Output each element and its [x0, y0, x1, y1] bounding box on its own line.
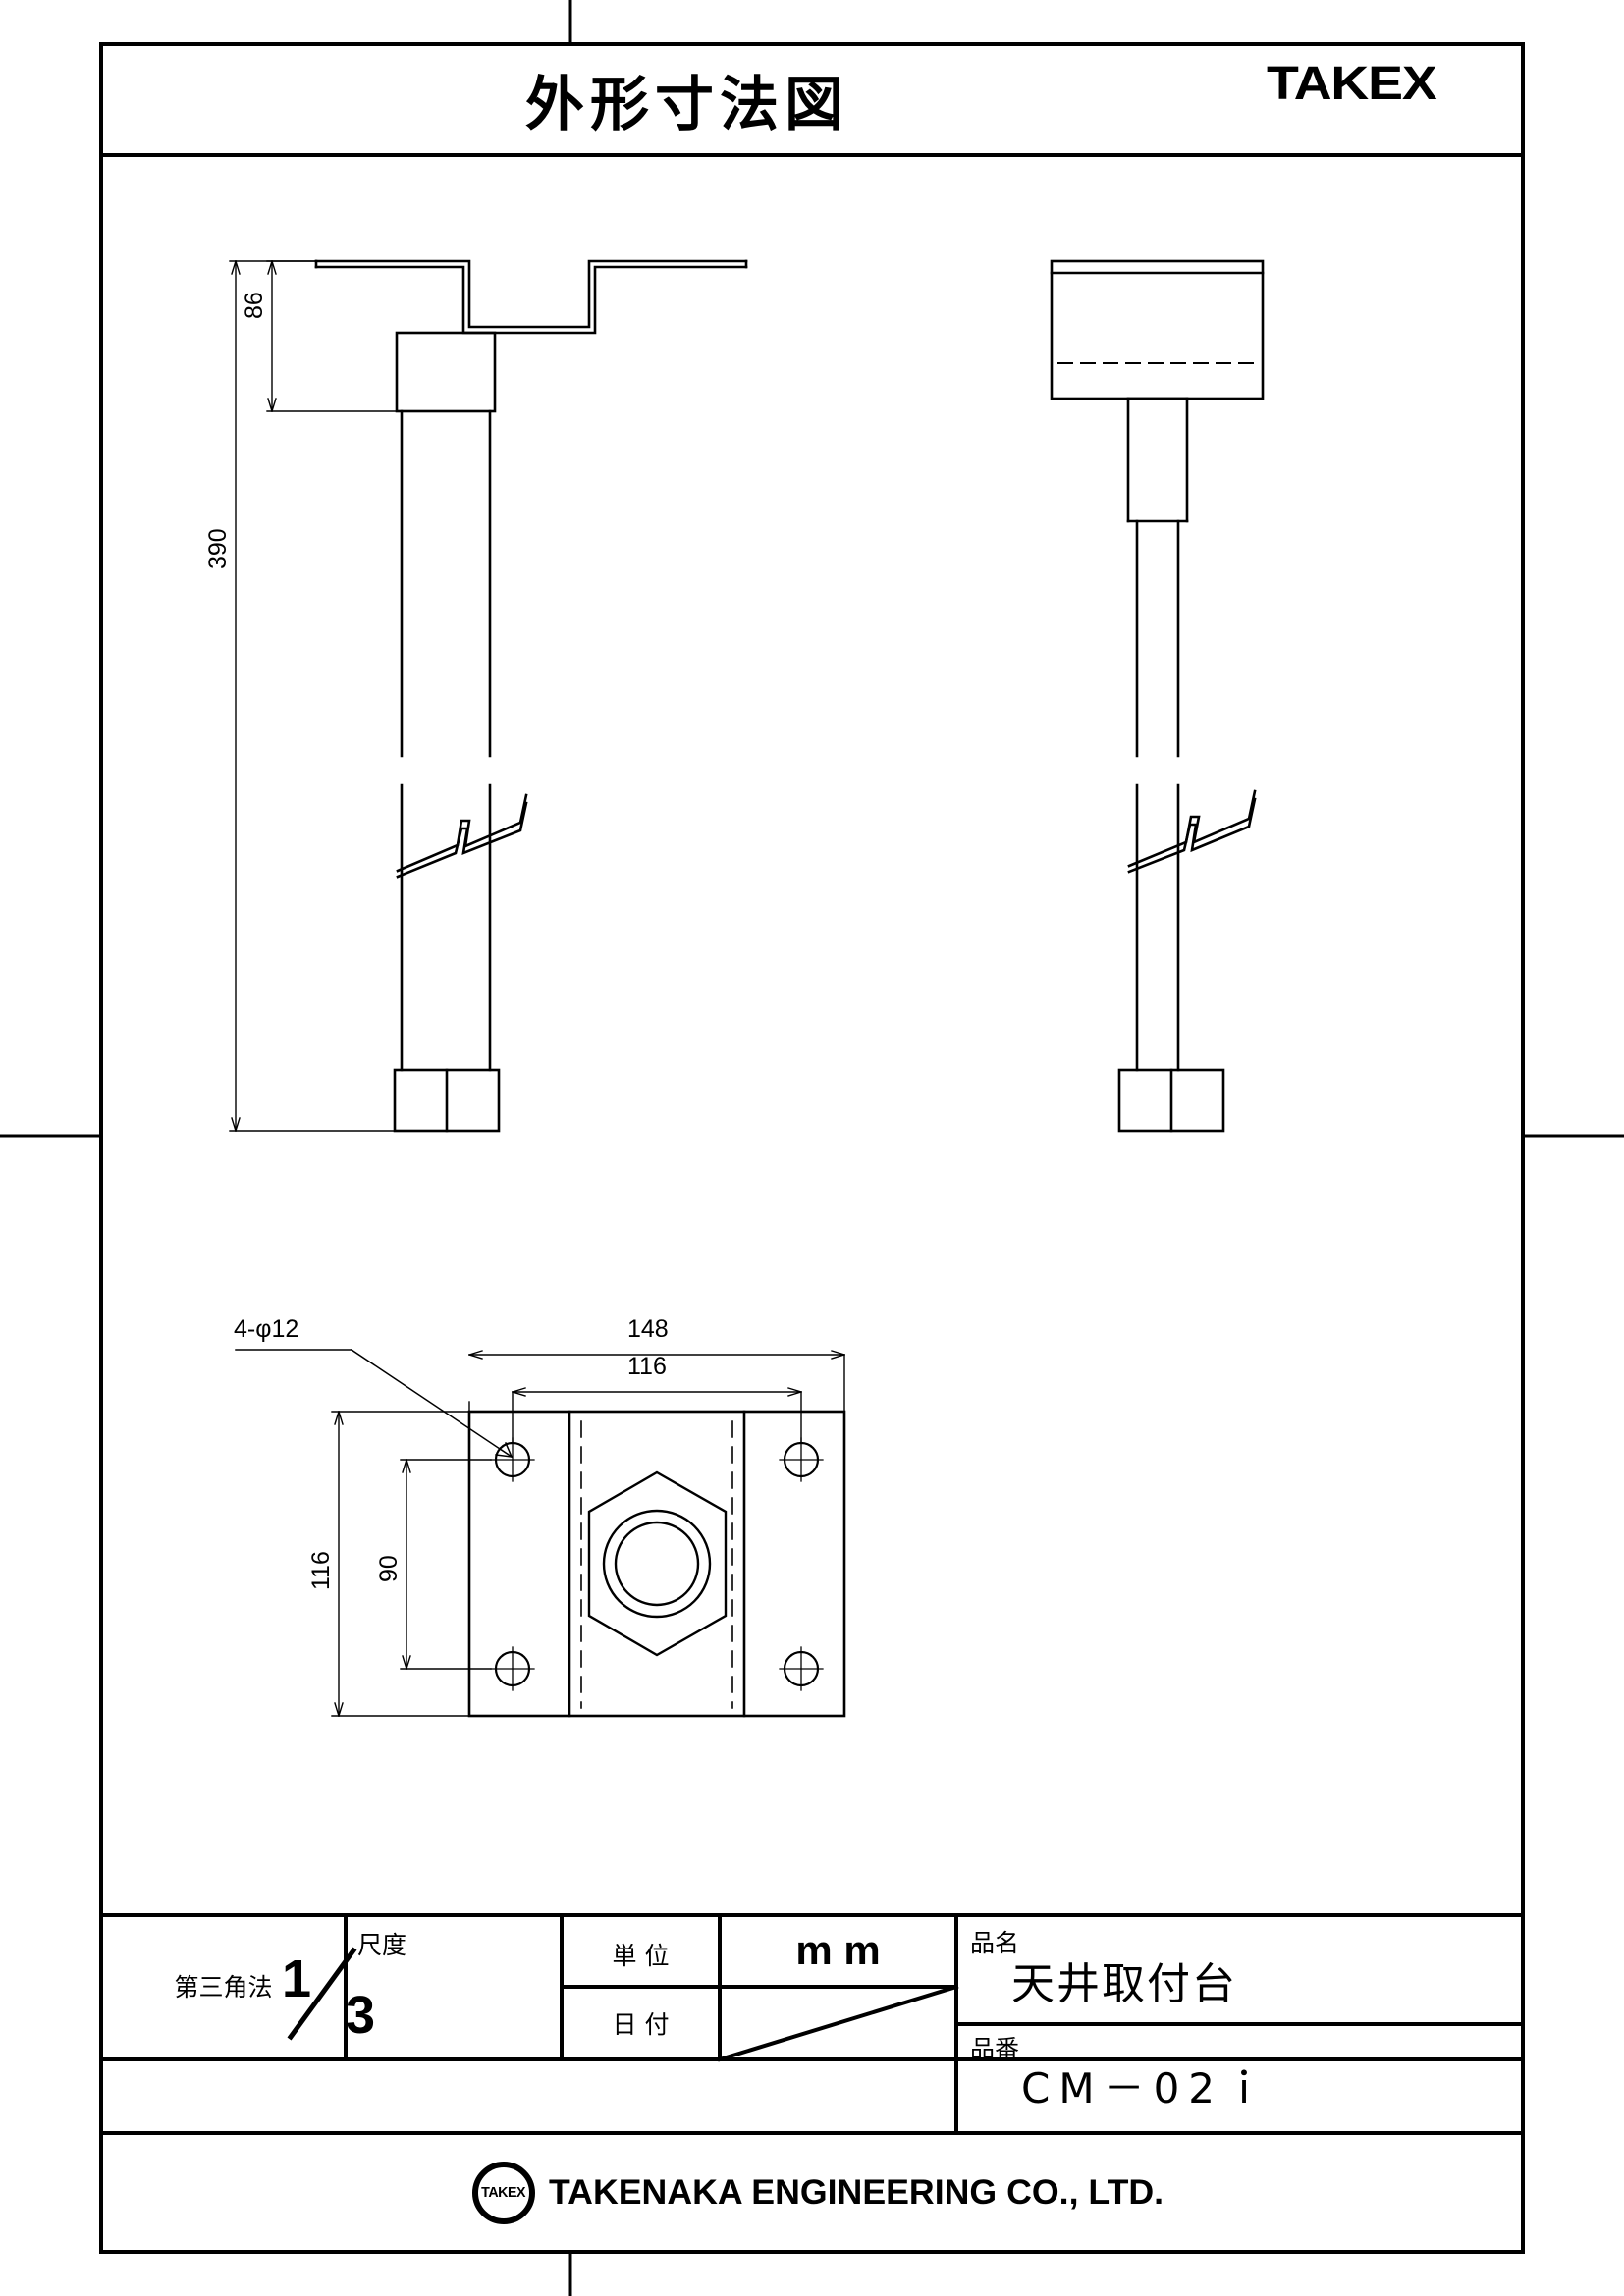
dimension-390 [229, 260, 398, 1132]
part-number-value: CM－02ｉ [1021, 2064, 1274, 2112]
company-name: TAKENAKA ENGINEERING CO., LTD. [549, 2172, 1164, 2212]
sheet-frame [99, 42, 1525, 2254]
bolt-hole-centermarks [490, 1437, 824, 1691]
scale-denominator: 3 [346, 1986, 376, 2045]
dimension-390-label: 390 [204, 528, 232, 569]
dimension-148-label: 148 [627, 1315, 669, 1343]
callout-4-phi12-label: 4-φ12 [234, 1315, 299, 1343]
bottom-view-centerlines [580, 1420, 733, 1709]
side-view-geometry [1050, 259, 1265, 1133]
dimension-116-vertical-label: 116 [307, 1551, 335, 1590]
dimension-116-horizontal [512, 1387, 802, 1444]
callout-leader-4-phi12 [235, 1348, 514, 1459]
front-view-geometry [314, 259, 748, 1133]
scale-label: 尺度 [357, 1931, 407, 1959]
scale-numerator: 1 [282, 1949, 312, 2008]
takex-circle-logo-text: TAKEX [481, 2184, 526, 2201]
bottom-view-geometry [467, 1410, 846, 1718]
unit-label: 単 位 [612, 1942, 670, 1970]
unit-value: m m [795, 1927, 881, 1973]
hex-nut-geometry [587, 1470, 728, 1657]
takex-circle-logo: TAKEX [472, 2161, 536, 2224]
page-title: 外形寸法図 [525, 71, 849, 139]
date-label: 日 付 [612, 2010, 670, 2039]
product-name-value: 天井取付台 [1011, 1959, 1237, 2009]
dimension-90-vertical [400, 1459, 492, 1670]
dimension-116-vertical [331, 1411, 470, 1717]
product-name-label: 品名 [970, 1929, 1020, 1957]
dimension-86 [266, 260, 398, 412]
dimension-116-horizontal-label: 116 [627, 1353, 667, 1380]
part-number-label: 品番 [970, 2035, 1020, 2063]
dimension-148 [468, 1350, 845, 1413]
dimension-86-label: 86 [241, 292, 268, 319]
takex-logo: TAKEX [1267, 58, 1437, 110]
projection-method-label: 第三角法 [174, 1973, 273, 2002]
footer-bar: TAKEX TAKENAKA ENGINEERING CO., LTD. [101, 2133, 1523, 2252]
title-block-grid [99, 1913, 1525, 2135]
bolt-holes [494, 1441, 820, 1687]
dimension-90-vertical-label: 90 [375, 1555, 403, 1582]
